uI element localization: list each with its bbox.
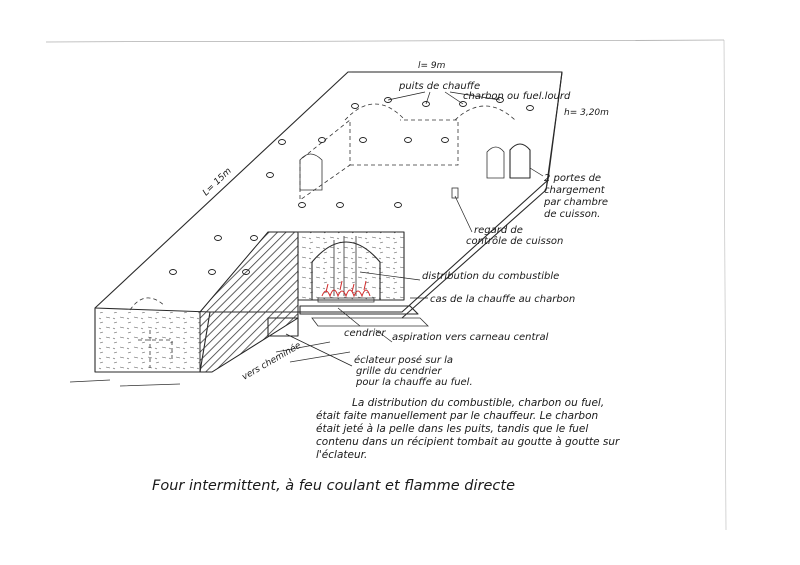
label-cendrier: cendrier: [344, 328, 386, 339]
label-eclateur-3: pour la chauffe au fuel.: [355, 377, 473, 388]
label-portes-4: de cuisson.: [544, 209, 600, 220]
label-regard-1: regard de: [474, 225, 523, 236]
description-line-3: était jeté à la pelle dans les puits, ta…: [316, 423, 588, 435]
label-aspiration: aspiration vers carneau central: [392, 332, 549, 343]
description-line-1: La distribution du combustible, charbon …: [352, 397, 604, 409]
description-line-2: était faite manuellement par le chauffeu…: [316, 410, 598, 422]
label-regard-2: contrôle de cuisson: [466, 235, 563, 247]
firing-detail: [317, 236, 375, 303]
label-portes-2: chargement: [544, 185, 606, 196]
shaft-holes: [169, 97, 534, 275]
figure-caption: Four intermittent, à feu coulant et flam…: [152, 478, 515, 494]
description-line-5: l'éclateur.: [316, 449, 367, 461]
label-eclateur-2: grille du cendrier: [356, 366, 442, 377]
label-distribution: distribution du combustible: [422, 271, 559, 282]
kiln-body: [69, 71, 563, 387]
label-portes-1: 2 portes de: [544, 173, 601, 184]
label-cas-chauffe: cas de la chauffe au charbon: [430, 294, 575, 305]
label-eclateur-1: éclateur posé sur la: [354, 354, 453, 366]
label-puits-1: puits de chauffe: [398, 81, 480, 92]
label-puits-2: charbon ou fuel.lourd: [463, 91, 571, 102]
dim-width: l= 9m: [418, 61, 446, 71]
sheet-border: [45, 39, 727, 531]
dim-height: h= 3,20m: [564, 108, 609, 118]
description-line-4: contenu dans un récipient tombait au gou…: [316, 436, 620, 448]
leader-lines: [285, 71, 560, 367]
label-portes-3: par chambre: [543, 197, 608, 208]
